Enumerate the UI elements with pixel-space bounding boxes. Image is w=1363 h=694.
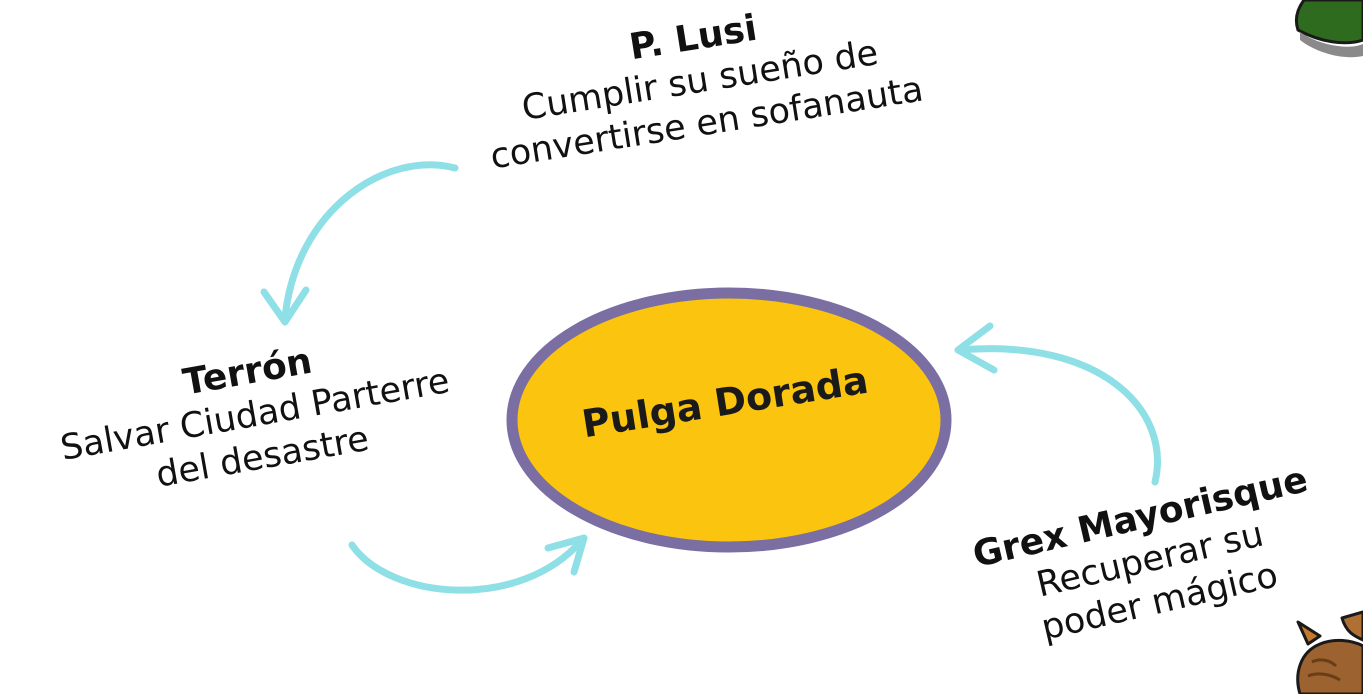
arrow-terron-to-center <box>348 534 588 594</box>
brown-character-icon <box>1296 610 1363 694</box>
arrow-grex-to-center <box>954 322 1161 486</box>
green-hat-icon <box>1294 0 1363 58</box>
arrow-lusi-to-terron <box>260 161 459 326</box>
center-ellipse <box>506 287 952 553</box>
